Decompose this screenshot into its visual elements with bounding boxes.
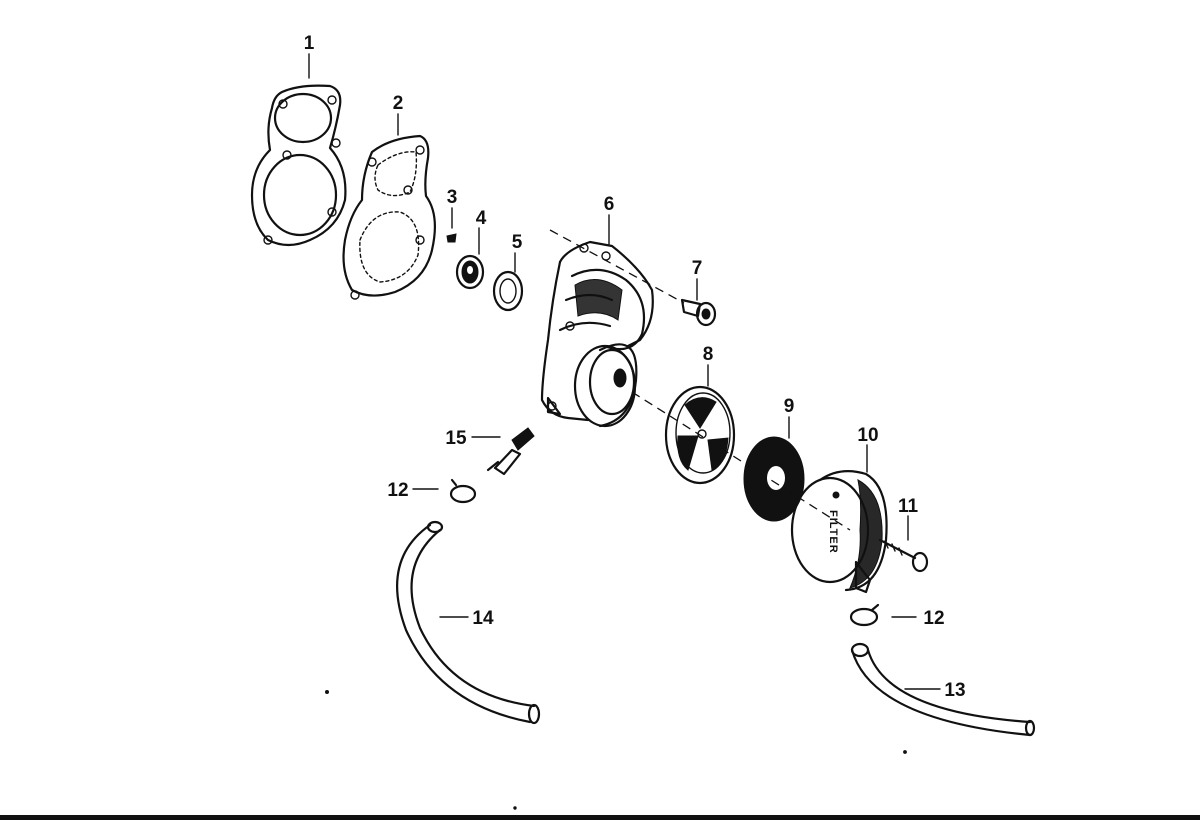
callout-14: 14 <box>472 608 494 629</box>
part-5-washer <box>492 270 524 312</box>
callout-labels: 1 2 3 4 5 6 7 8 9 10 11 12 12 13 14 15 <box>304 33 966 701</box>
part-10-filter-bowl: FILTER <box>790 469 888 594</box>
callout-8: 8 <box>703 344 714 365</box>
leader-lines <box>308 53 941 690</box>
callout-12a: 12 <box>387 480 408 501</box>
scan-specks <box>325 690 907 810</box>
part-4-valve <box>455 254 485 290</box>
part-12-clamp-a <box>449 478 477 504</box>
part-7-fitting <box>680 298 717 327</box>
part-14-hose <box>396 520 541 725</box>
callout-10: 10 <box>857 425 878 446</box>
part-15-fitting <box>486 427 535 476</box>
part-3-screw <box>446 233 457 243</box>
callout-6: 6 <box>604 194 615 215</box>
callout-9: 9 <box>784 396 795 417</box>
callout-1: 1 <box>304 33 315 54</box>
callout-4: 4 <box>476 208 487 229</box>
part-6-pump-body <box>540 240 654 428</box>
bottom-rule <box>0 815 1200 820</box>
callout-15: 15 <box>445 428 467 449</box>
callout-3: 3 <box>447 187 458 208</box>
callout-2: 2 <box>393 93 404 114</box>
part-2-diaphragm <box>342 134 437 300</box>
part-11-screw <box>878 538 929 573</box>
part-13-hose <box>850 642 1036 737</box>
callout-7: 7 <box>692 258 703 279</box>
part-9-seal <box>743 436 805 522</box>
part-8-screen-plate <box>664 385 736 485</box>
callout-12b: 12 <box>923 608 944 629</box>
part-12-clamp-b <box>849 603 880 627</box>
callout-5: 5 <box>512 232 523 253</box>
assembly-centerlines <box>549 229 851 531</box>
callout-11: 11 <box>898 496 919 517</box>
part-1-gasket <box>250 84 347 247</box>
callout-13: 13 <box>944 680 965 701</box>
